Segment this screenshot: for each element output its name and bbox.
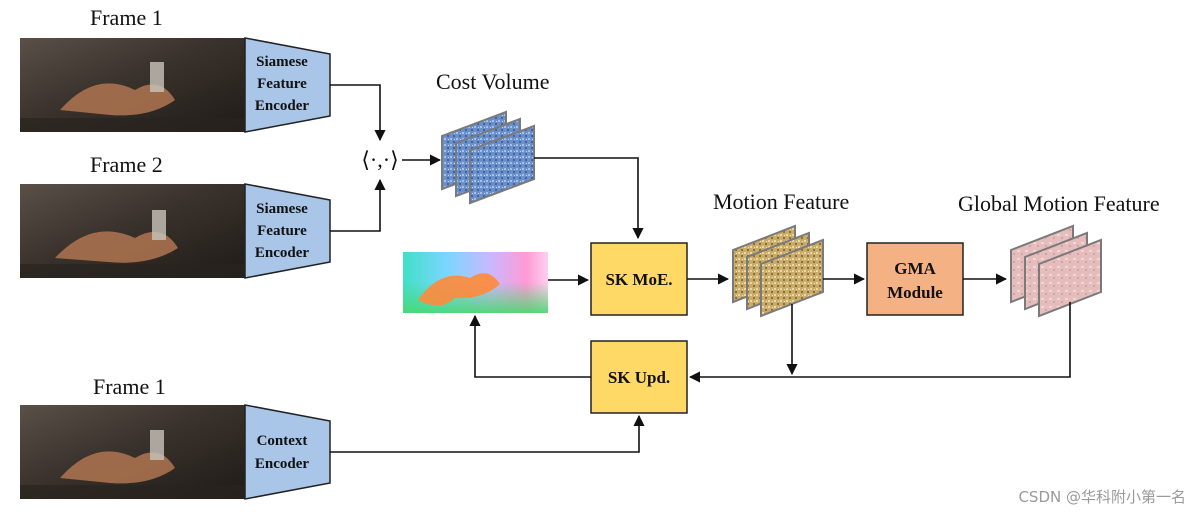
- motion-feature-stack: [732, 224, 824, 318]
- sk-upd-box: [590, 340, 688, 414]
- encoder-top-line2: Feature: [257, 76, 307, 92]
- watermark: CSDN @华科附小第一名: [1018, 488, 1186, 506]
- arrow-encoder-top-to-operator: [330, 84, 386, 142]
- arrow-global-feature-to-sk-upd: [688, 302, 1071, 383]
- encoder-top-line3: Encoder: [255, 98, 310, 114]
- sk-moe-box: [590, 242, 688, 316]
- frame1-top-label: Frame 1: [90, 5, 163, 30]
- global-motion-feature-label: Global Motion Feature: [958, 191, 1160, 216]
- frame1-bottom-image: [20, 405, 245, 499]
- encoder-bottom-line1: Siamese: [256, 201, 308, 217]
- global-motion-feature-stack: [1010, 224, 1102, 318]
- context-encoder: Context Encoder: [244, 404, 331, 500]
- frame2-label: Frame 2: [90, 152, 163, 177]
- arrow-context-encoder-to-sk-upd: [330, 414, 645, 453]
- gma-label-line1: GMA: [894, 259, 936, 278]
- encoder-top-line1: Siamese: [256, 54, 308, 70]
- context-encoder-line2: Encoder: [255, 456, 310, 472]
- frame1-top-image: [20, 38, 245, 132]
- motion-feature-label: Motion Feature: [713, 189, 849, 214]
- cost-volume-label: Cost Volume: [436, 69, 550, 94]
- sk-moe-label: SK MoE.: [605, 270, 672, 289]
- optical-flow-image: [403, 252, 548, 313]
- sk-upd-label: SK Upd.: [608, 368, 670, 387]
- frame2-image: [20, 184, 245, 278]
- arrow-cost-volume-to-sk-moe: [534, 157, 644, 240]
- encoder-bottom-line3: Encoder: [255, 245, 310, 261]
- arrow-encoder-bottom-to-operator: [330, 178, 386, 232]
- gma-label-line2: Module: [887, 283, 943, 302]
- gma-module-box: [866, 242, 964, 316]
- siamese-encoder-bottom: Siamese Feature Encoder: [244, 183, 331, 279]
- cost-volume-stack: [441, 110, 535, 205]
- context-encoder-line1: Context: [257, 433, 308, 449]
- arrow-sk-upd-to-flow: [469, 314, 591, 378]
- frame1-bottom-label: Frame 1: [93, 374, 166, 399]
- inner-product-operator: ⟨·,·⟩: [361, 147, 398, 172]
- siamese-encoder-top: Siamese Feature Encoder: [244, 37, 331, 133]
- encoder-bottom-line2: Feature: [257, 223, 307, 239]
